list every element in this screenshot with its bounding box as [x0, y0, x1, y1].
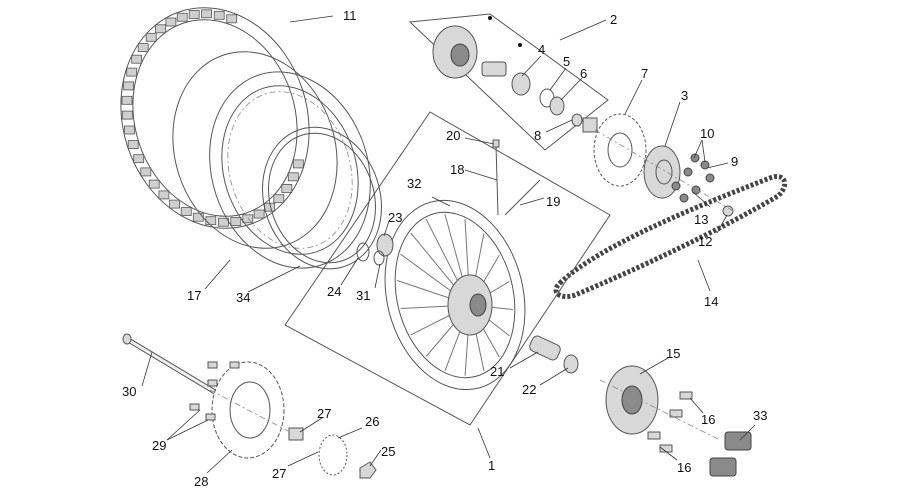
inner-tube — [209, 71, 371, 269]
callout-5: 5 — [563, 54, 570, 69]
tread-block — [127, 140, 139, 150]
callout-34: 34 — [236, 290, 250, 305]
bracket — [582, 117, 598, 133]
callout-30: 30 — [122, 384, 136, 399]
tread-block — [121, 95, 133, 105]
spacer-8 — [571, 113, 583, 127]
callout-19: 19 — [546, 194, 560, 209]
callout-labels: 1 2 3 4 5 6 7 8 9 10 11 12 13 14 15 16 1… — [122, 8, 767, 488]
callout-11: 11 — [343, 8, 357, 23]
tread-block — [148, 179, 160, 189]
caliper-bracket — [605, 365, 693, 453]
callout-26: 26 — [365, 414, 379, 429]
callout-27-upper: 27 — [317, 406, 331, 421]
tread-block — [213, 10, 225, 20]
callout-24: 24 — [327, 284, 341, 299]
tread-block — [145, 32, 157, 42]
callout-8: 8 — [534, 128, 541, 143]
callout-25: 25 — [381, 444, 395, 459]
callout-29: 29 — [152, 438, 166, 453]
tread-block — [281, 183, 293, 193]
axle — [122, 333, 217, 395]
callout-7: 7 — [641, 66, 648, 81]
tread-block — [131, 54, 143, 64]
callout-6: 6 — [580, 66, 587, 81]
tread-block — [230, 217, 242, 227]
tread-block — [165, 17, 177, 27]
tread-block — [242, 214, 254, 224]
tread-block — [121, 110, 133, 120]
tread-block — [133, 154, 145, 164]
leader-lines — [141, 15, 756, 474]
callout-14: 14 — [704, 294, 718, 309]
tread-block — [253, 209, 265, 219]
callout-16-upper: 16 — [701, 412, 715, 427]
tread-block — [124, 125, 135, 135]
brake-pads — [709, 431, 752, 477]
callout-9: 9 — [731, 154, 738, 169]
callout-21: 21 — [490, 364, 504, 379]
tread-block — [192, 212, 204, 222]
sprocket — [582, 113, 647, 187]
tread-block — [292, 159, 304, 169]
tread-block — [137, 43, 149, 52]
nuts-group — [671, 153, 734, 217]
tread-block — [140, 167, 152, 177]
callout-27-lower: 27 — [272, 466, 286, 481]
callout-28: 28 — [194, 474, 208, 488]
tread-block — [287, 172, 299, 182]
callout-17: 17 — [187, 288, 201, 303]
tread-block — [180, 207, 192, 217]
tread-block — [205, 216, 217, 226]
tyre — [120, 7, 338, 249]
tread-block — [226, 14, 238, 24]
rim-tape — [262, 126, 382, 270]
callout-20: 20 — [446, 128, 460, 143]
callout-12: 12 — [698, 234, 712, 249]
tread-block — [188, 9, 200, 19]
hub-assembly-box — [408, 13, 609, 151]
bearing-4 — [511, 72, 531, 96]
wheel-assembly-box — [284, 111, 611, 426]
tread-block — [169, 199, 181, 209]
valve-parts — [492, 139, 541, 216]
tread-block — [126, 67, 138, 77]
callout-23: 23 — [388, 210, 402, 225]
wheel-bearings — [356, 233, 394, 266]
tread-block — [155, 24, 166, 34]
tread-block — [273, 194, 285, 204]
tone-ring-parts — [288, 427, 377, 479]
tread-block — [201, 9, 213, 19]
tyre-tread — [121, 9, 304, 227]
callout-22: 22 — [522, 382, 536, 397]
spacer-4 — [481, 61, 507, 77]
callout-15: 15 — [666, 346, 680, 361]
callout-3: 3 — [681, 88, 688, 103]
callout-33: 33 — [753, 408, 767, 423]
seal-6 — [549, 96, 565, 116]
callout-2: 2 — [610, 12, 617, 27]
callout-13: 13 — [694, 212, 708, 227]
callout-4: 4 — [538, 42, 545, 57]
callout-32: 32 — [407, 176, 421, 191]
axis-line-left — [209, 389, 291, 433]
axis-line-top — [594, 129, 736, 213]
tread-block — [158, 190, 170, 200]
wheel-rim — [384, 199, 526, 391]
callout-1: 1 — [488, 458, 495, 473]
callout-10: 10 — [700, 126, 714, 141]
callout-16-lower: 16 — [677, 460, 691, 475]
brake-disc — [189, 361, 285, 459]
callout-31: 31 — [356, 288, 370, 303]
chain — [553, 174, 788, 299]
tread-block — [176, 12, 188, 22]
hub-carrier — [432, 16, 522, 79]
sprocket-flange — [643, 145, 681, 199]
tread-block — [123, 81, 134, 91]
callout-18: 18 — [450, 162, 464, 177]
